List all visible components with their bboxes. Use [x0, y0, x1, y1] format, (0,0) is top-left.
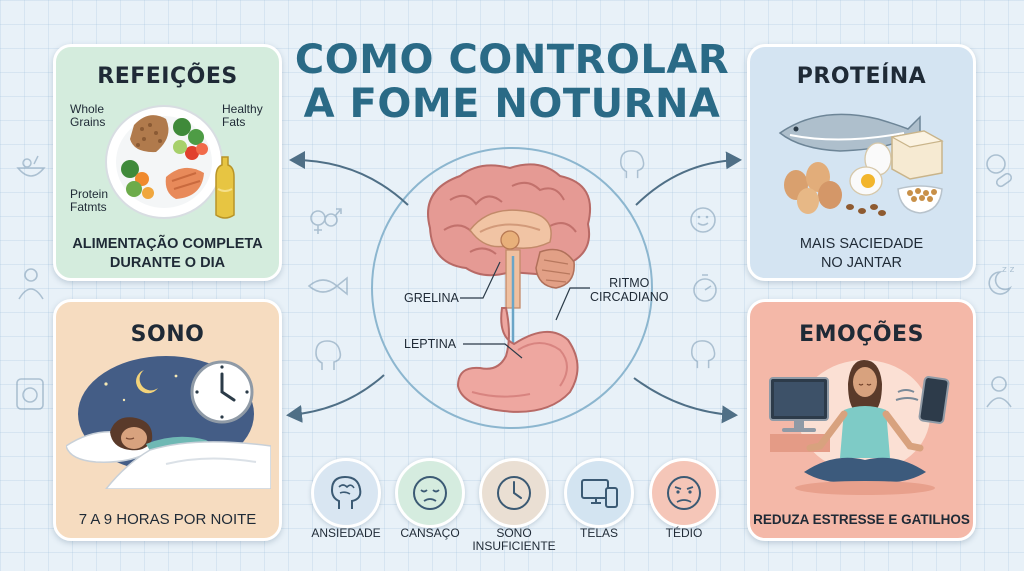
person-icon — [18, 268, 44, 300]
trigger-label-telas: TELAS — [579, 526, 618, 540]
card-emocoes-caption: REDUZA ESTRESSE E GATILHOS — [753, 512, 970, 527]
trigger-telas — [564, 458, 634, 528]
trigger-label-tedio: TÉDIO — [665, 526, 703, 540]
arrow-to-sono — [286, 374, 385, 423]
card-proteina-caption: MAIS SACIEDADE NO JANTAR — [799, 236, 924, 271]
trigger-label-sono-insuficiente: SONO INSUFICIENTE — [472, 526, 556, 553]
center-circle — [371, 147, 653, 429]
trigger-ansiedade — [311, 458, 381, 528]
head-profile-icon — [619, 150, 645, 179]
title-line-2: A FOME NOTURNA — [303, 81, 721, 127]
pills-icon — [986, 154, 1013, 188]
healthy-plate-illustration — [105, 105, 235, 219]
meditating-person-illustration — [769, 360, 950, 495]
label-ritmo-circadiano: RITMO CIRCADIANO — [590, 276, 669, 304]
tired-face-icon — [413, 476, 447, 510]
smile-icon — [690, 207, 716, 233]
head-profile-icon — [690, 340, 716, 369]
protein-foods-illustration — [778, 113, 944, 216]
vegetable-bowl-icon — [16, 155, 46, 177]
devices-icon — [581, 479, 618, 508]
trigger-label-ansiedade: ANSIEDADE — [311, 526, 381, 540]
arrow-to-emocoes — [633, 377, 738, 424]
svg-text:z z: z z — [1002, 265, 1015, 275]
gender-icon — [310, 208, 342, 234]
card-emocoes-title: EMOÇÕES — [799, 322, 924, 347]
card-refeicoes-title: REFEIÇÕES — [97, 64, 238, 89]
pointer-leptina — [463, 343, 523, 359]
label-grelina: GRELINA — [404, 291, 459, 305]
clock-icon — [497, 476, 531, 510]
trigger-label-cansaco: CANSAÇO — [400, 526, 460, 540]
page-title: COMO CONTROLAR A FOME NOTURNA — [270, 38, 754, 126]
fish-icon — [307, 276, 348, 296]
scale-icon — [16, 378, 44, 410]
arrow-to-refeicoes — [289, 151, 409, 206]
card-proteina: PROTEÍNA MAIS SACIEDADE NO JANTAR — [747, 44, 976, 281]
card-sono: SONO 7 A 9 HORAS POR NOITE — [53, 299, 282, 541]
card-emocoes: EMOÇÕES REDUZA ESTRESSE E GATILHOS — [747, 299, 976, 541]
sleep-moon-icon: z z — [988, 265, 1015, 295]
arrow-to-proteina — [635, 151, 742, 206]
head-profile-icon — [315, 340, 342, 370]
card-proteina-title: PROTEÍNA — [796, 64, 927, 89]
trigger-cansaco — [395, 458, 465, 528]
card-sono-title: SONO — [130, 322, 205, 347]
person-icon — [986, 376, 1012, 408]
plate-label-protein: Protein Fatmts — [70, 187, 109, 214]
label-leptina: LEPTINA — [404, 337, 457, 351]
card-sono-caption: 7 A 9 HORAS POR NOITE — [78, 511, 257, 528]
trigger-sono-insuficiente — [479, 458, 549, 528]
trigger-tedio — [649, 458, 719, 528]
bored-face-icon — [667, 476, 701, 510]
pointer-ritmo — [555, 287, 590, 321]
card-refeicoes-caption: ALIMENTAÇÃO COMPLETA DURANTE O DIA — [72, 236, 263, 271]
plate-label-whole-grains: Whole Grains — [70, 102, 106, 129]
card-refeicoes: REFEIÇÕES Whole Grains Healthy Fats Prot… — [53, 44, 282, 281]
title-line-1: COMO CONTROLAR — [294, 37, 730, 83]
timer-icon — [693, 274, 717, 302]
brain-icon — [330, 475, 362, 509]
plate-label-healthy-fats: Healthy Fats — [222, 102, 263, 129]
pointer-grelina — [460, 261, 501, 299]
sleeping-person-illustration — [66, 356, 271, 489]
brain-stomach-illustration — [427, 163, 592, 413]
